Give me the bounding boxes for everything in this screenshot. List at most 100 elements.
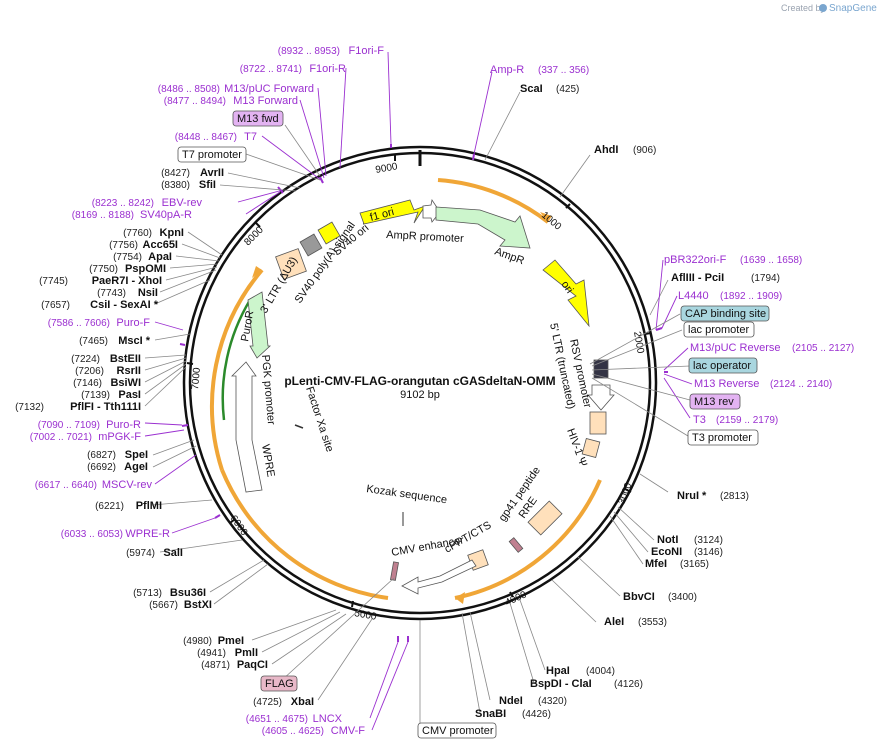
factor-xa-mark xyxy=(294,424,304,429)
hiv-psi-box xyxy=(581,437,601,459)
feature-shapes xyxy=(231,198,615,595)
primer-sv40pa-r-pos: (8169 .. 8188) xyxy=(72,210,134,221)
box-lac-operator xyxy=(688,357,758,374)
box-flag-label: FLAG xyxy=(265,678,294,690)
box-flag xyxy=(260,675,298,692)
enzyme-sfii-pos: (8380) xyxy=(161,180,190,191)
enzyme-bspdi-pos: (4126) xyxy=(614,679,643,690)
primer-ebv-rev-pos: (8223 .. 8242) xyxy=(92,198,154,209)
feature-label-factor-xa: Factor Xa site xyxy=(303,385,335,453)
tick-8000: 8000 xyxy=(242,224,266,248)
orf-arc-cgas xyxy=(220,469,389,600)
primer-labels-right: Amp-R (337 .. 356) pBR322ori-F (1639 .. … xyxy=(490,64,854,426)
tick-1000: 1000 xyxy=(539,210,563,233)
primer-wpre-r-pos: (6033 .. 6053) xyxy=(61,529,123,540)
primer-mpgk-f-pos: (7002 .. 7021) xyxy=(30,432,92,443)
primer-m13-forward: M13 Forward xyxy=(233,95,298,107)
enzyme-labels-left: (8427) AvrII (8380) SfiI (7760) KpnI (77… xyxy=(15,167,314,708)
feature-label-ampr-promoter: AmpR promoter xyxy=(386,229,464,245)
primer-m13-puc-reverse-pos: (2105 .. 2127) xyxy=(792,343,854,354)
feature-label-cmv-enhancer: CMV enhancer xyxy=(390,534,465,559)
primer-pbr322ori-f: pBR322ori-F xyxy=(664,254,727,266)
primer-mscv-rev-pos: (6617 .. 6640) xyxy=(35,480,97,491)
enzyme-scai: ScaI xyxy=(520,83,543,95)
enzyme-paer7i-xhoi: PaeR7I - XhoI xyxy=(92,275,162,287)
enzyme-bbvci-pos: (3400) xyxy=(668,592,697,603)
enzyme-avrii: AvrII xyxy=(200,167,224,179)
enzyme-nrui-pos: (2813) xyxy=(720,491,749,502)
primer-puro-r: Puro-R xyxy=(106,419,141,431)
enzyme-paqci-pos: (4871) xyxy=(201,660,230,671)
enzyme-sali-pos: (5974) xyxy=(126,548,155,559)
box-cap-binding-site xyxy=(680,305,770,322)
enzyme-mfei: MfeI xyxy=(645,558,667,570)
enzyme-bsteii-pos: (7224) xyxy=(71,354,100,365)
boxed-labels xyxy=(177,110,770,739)
enzyme-msci: MscI * xyxy=(118,335,151,347)
puro-orf-arc xyxy=(221,299,252,421)
tick-7000: 7000 xyxy=(190,367,203,391)
enzyme-msci-pos: (7465) xyxy=(79,336,108,347)
puror-arrow xyxy=(247,291,272,359)
enzyme-pasi-pos: (7139) xyxy=(81,390,110,401)
primer-t7-pos: (8448 .. 8467) xyxy=(175,132,237,143)
primer-cmv-f: CMV-F xyxy=(331,725,366,737)
enzyme-acc65i-pos: (7756) xyxy=(109,240,138,251)
enzyme-ndei: NdeI xyxy=(499,695,523,707)
box-cmv-promoter-label: CMV promoter xyxy=(422,725,494,737)
primer-amp-r: Amp-R xyxy=(490,64,524,76)
enzyme-kpni-pos: (7760) xyxy=(123,228,152,239)
primer-f1ori-r: F1ori-R xyxy=(309,63,346,75)
primer-ebv-rev: EBV-rev xyxy=(162,197,203,209)
enzyme-agei: AgeI xyxy=(124,461,148,473)
plasmid-size: 9102 bp xyxy=(400,389,440,401)
orf-arc-ampr xyxy=(437,178,550,224)
box-lac-operator-label: lac operator xyxy=(693,360,751,372)
tick-9000: 9000 xyxy=(375,161,399,176)
box-t3-promoter xyxy=(687,429,759,446)
enzyme-snabi-pos: (4426) xyxy=(522,709,551,720)
flag-box xyxy=(390,561,399,581)
ltr5-box xyxy=(589,411,607,435)
primer-m13-puc-forward: M13/pUC Forward xyxy=(224,83,314,95)
tick-4000: 4000 xyxy=(504,589,529,609)
primer-t3-pos: (2159 .. 2179) xyxy=(716,415,778,426)
enzyme-apai: ApaI xyxy=(148,251,172,263)
box-t3-promoter-label: T3 promoter xyxy=(692,432,752,444)
enzyme-ndei-pos: (4320) xyxy=(538,696,567,707)
backbone xyxy=(182,145,658,621)
primer-lncx: LNCX xyxy=(313,713,343,725)
primer-amp-r-pos: (337 .. 356) xyxy=(538,65,589,76)
boxed-label-text: M13 fwd T7 promoter CAP binding site lac… xyxy=(182,113,766,737)
orf-arrows xyxy=(252,212,552,604)
box-m13-fwd xyxy=(232,110,284,127)
enzyme-alei: AleI xyxy=(604,616,624,628)
enzyme-rsrii: RsrII xyxy=(117,365,141,377)
enzyme-sfii: SfiI xyxy=(199,179,216,191)
primer-m13-puc-reverse: M13/pUC Reverse xyxy=(690,342,780,354)
enzyme-labels-right: ScaI (425) AhdI (906) AflIII - PciI (179… xyxy=(475,83,780,720)
enzyme-econi: EcoNI xyxy=(651,546,682,558)
enzyme-scai-pos: (425) xyxy=(556,84,579,95)
primer-m13-forward-pos: (8477 .. 8494) xyxy=(164,96,226,107)
enzyme-bsiwi: BsiWI xyxy=(110,377,141,389)
f1-ori-arrow xyxy=(359,199,426,225)
enzyme-pmli-pos: (4941) xyxy=(197,648,226,659)
primer-m13-reverse-pos: (2124 .. 2140) xyxy=(770,379,832,390)
primer-leader-lines xyxy=(144,51,693,731)
enzyme-acc65i: Acc65I xyxy=(143,239,178,251)
enzyme-pmli: PmlI xyxy=(235,647,258,659)
enzyme-pspomi-pos: (7750) xyxy=(89,264,118,275)
tick-5000: 5000 xyxy=(353,608,377,623)
primer-lncx-pos: (4651 .. 4675) xyxy=(246,714,308,725)
feature-label-ampr: AmpR xyxy=(493,246,526,268)
enzyme-paer7i-pos: (7745) xyxy=(39,276,68,287)
enzyme-hpai: HpaI xyxy=(546,665,570,677)
orf-arrowhead-1 xyxy=(540,212,552,222)
box-lac-promoter-label: lac promoter xyxy=(688,324,749,336)
primer-f1ori-r-pos: (8722 .. 8741) xyxy=(240,64,302,75)
ltr3-box xyxy=(275,248,307,280)
enzyme-avrii-pos: (8427) xyxy=(161,168,190,179)
orf-arc-puro xyxy=(210,268,264,471)
